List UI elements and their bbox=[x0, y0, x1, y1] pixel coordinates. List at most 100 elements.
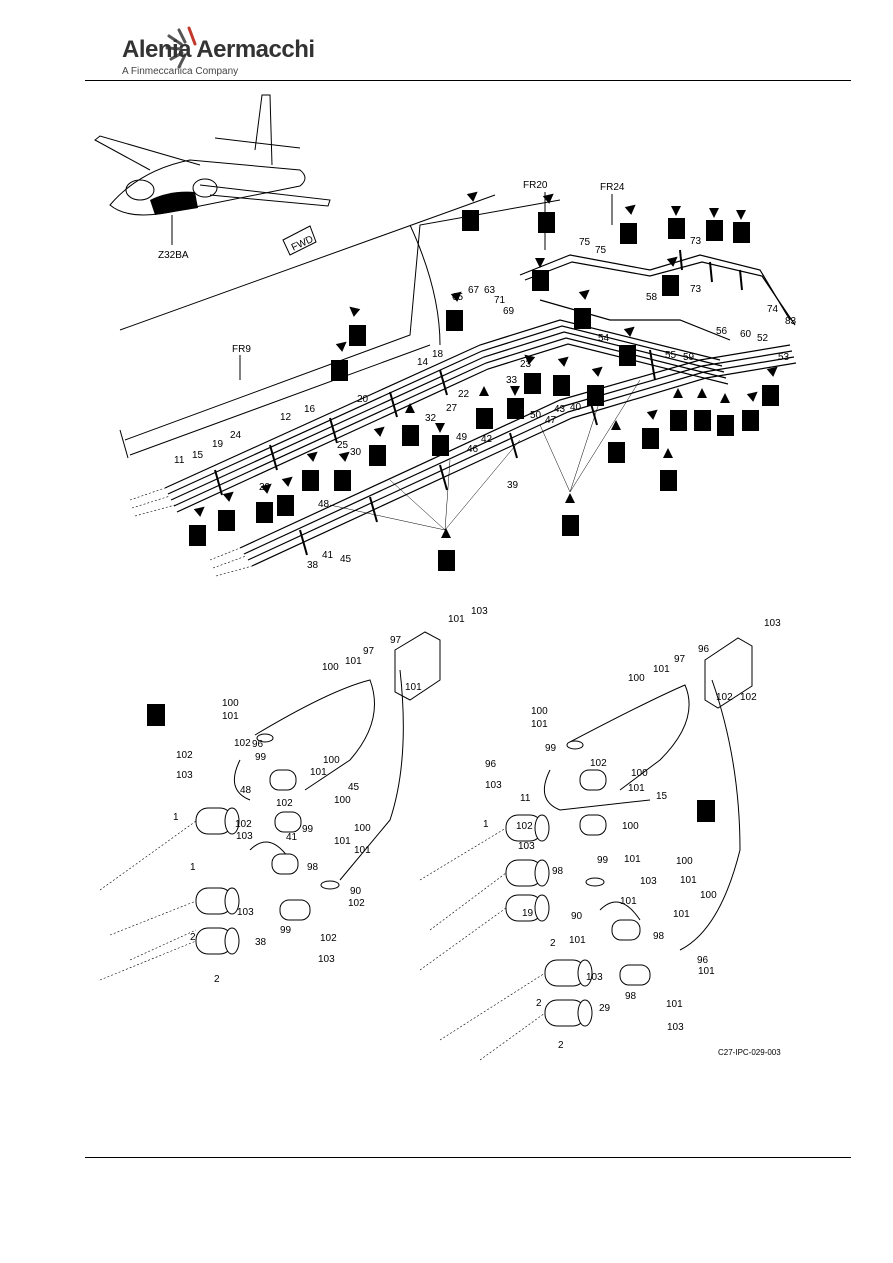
svg-text:W: W bbox=[745, 418, 755, 429]
item-number: 63 bbox=[484, 285, 496, 296]
arrow-icon bbox=[466, 191, 478, 202]
detail-b-item: 100 bbox=[676, 856, 693, 867]
detail-a-item: 102 bbox=[320, 933, 337, 944]
detail-b-item: 100 bbox=[531, 706, 548, 717]
arrow-icon bbox=[673, 388, 683, 398]
detail-a-item: 1 bbox=[173, 812, 179, 823]
svg-text:T: T bbox=[280, 503, 286, 514]
arrow-icon bbox=[557, 356, 569, 367]
arrow-icon bbox=[646, 409, 658, 420]
detail-a-item: 103 bbox=[176, 770, 193, 781]
view-callout-t: T bbox=[476, 386, 493, 429]
view-callout-y: Y bbox=[553, 356, 570, 396]
fwd-arrow-icon: FWD bbox=[282, 225, 317, 256]
view-callout-n: N bbox=[574, 289, 591, 329]
svg-text:C: C bbox=[305, 478, 312, 489]
detail-b-item: 96 bbox=[485, 759, 497, 770]
detail-a-item: 45 bbox=[348, 782, 360, 793]
item-number: 48 bbox=[318, 499, 330, 510]
detail-b-item: 103 bbox=[518, 841, 535, 852]
item-number: 71 bbox=[494, 295, 506, 306]
item-number: 32 bbox=[425, 413, 437, 424]
brand-subtitle: A Finmeccanica Company bbox=[122, 66, 239, 77]
detail-b-item: 101 bbox=[628, 783, 645, 794]
view-callout-x: X bbox=[524, 354, 541, 394]
svg-text:Z: Z bbox=[736, 230, 742, 241]
svg-text:Z: Z bbox=[709, 228, 715, 239]
item-number: 69 bbox=[503, 306, 515, 317]
view-callout-q: Q bbox=[762, 366, 779, 406]
company-logo bbox=[165, 26, 197, 69]
detail-a-item: 90 bbox=[350, 886, 362, 897]
arrow-icon bbox=[306, 451, 318, 462]
item-number: 50 bbox=[530, 410, 542, 421]
view-callout-g: G bbox=[532, 258, 549, 291]
arrow-icon bbox=[222, 491, 234, 502]
svg-text:X: X bbox=[663, 478, 670, 489]
arrow-icon bbox=[260, 483, 272, 494]
detail-b-item: 98 bbox=[653, 931, 665, 942]
svg-text:T: T bbox=[372, 453, 378, 464]
detail-b: B bbox=[419, 637, 753, 1061]
detail-a-callouts: 1001019797101103101100101102969910210348… bbox=[173, 606, 488, 985]
view-callout-p: P bbox=[620, 204, 637, 244]
view-callout-s: S bbox=[218, 491, 235, 531]
arrow-icon bbox=[441, 528, 451, 538]
svg-text:G: G bbox=[535, 278, 543, 289]
svg-text:E: E bbox=[405, 433, 412, 444]
detail-a-item: 100 bbox=[334, 795, 351, 806]
aircraft-silhouette bbox=[94, 94, 331, 216]
detail-b-item: 29 bbox=[599, 1003, 611, 1014]
item-number: 53 bbox=[778, 352, 790, 363]
detail-b-item: 2 bbox=[558, 1040, 564, 1051]
detail-b-item: 103 bbox=[485, 780, 502, 791]
detail-b-item: 97 bbox=[674, 654, 686, 665]
detail-a-item: 101 bbox=[334, 836, 351, 847]
detail-a-item: 103 bbox=[236, 831, 253, 842]
detail-b-item: 101 bbox=[620, 896, 637, 907]
detail-b-item: 103 bbox=[640, 876, 657, 887]
arrow-icon bbox=[281, 476, 293, 487]
detail-b-item: 96 bbox=[697, 955, 709, 966]
view-callout-f: F bbox=[446, 291, 463, 331]
arrow-icon bbox=[591, 366, 603, 377]
svg-text:V: V bbox=[673, 418, 680, 429]
view-callout-d: D bbox=[331, 341, 348, 381]
item-number: 23 bbox=[520, 359, 532, 370]
detail-b-item: 101 bbox=[698, 966, 715, 977]
detail-b-item: 102 bbox=[716, 692, 733, 703]
view-callout-h: H bbox=[619, 326, 636, 366]
footer-divider bbox=[85, 1157, 851, 1158]
detail-b-label: B bbox=[700, 804, 711, 821]
detail-a-item: 100 bbox=[323, 755, 340, 766]
view-callout-a: A bbox=[256, 483, 273, 523]
detail-b-item: 96 bbox=[698, 644, 710, 655]
tube-clamps bbox=[214, 249, 743, 556]
view-callout-l: L bbox=[608, 420, 625, 463]
svg-text:U: U bbox=[465, 218, 472, 229]
view-callout-r: R bbox=[642, 409, 659, 449]
svg-text:N: N bbox=[577, 316, 584, 327]
item-number: 55 bbox=[665, 350, 677, 361]
svg-text:Y: Y bbox=[556, 383, 563, 394]
arrow-icon bbox=[578, 289, 590, 300]
item-number: 74 bbox=[767, 304, 779, 315]
arrow-icon bbox=[663, 448, 673, 458]
detail-a-item: 48 bbox=[240, 785, 252, 796]
svg-text:H: H bbox=[622, 353, 629, 364]
svg-text:I: I bbox=[697, 418, 700, 429]
arrow-icon bbox=[338, 451, 350, 462]
detail-b-item: 101 bbox=[666, 999, 683, 1010]
arrow-icon bbox=[565, 493, 575, 503]
arrow-icon bbox=[666, 256, 678, 267]
arrow-icon bbox=[623, 326, 635, 337]
item-number: 56 bbox=[716, 326, 728, 337]
zone-marker bbox=[150, 191, 198, 215]
detail-b-item: 2 bbox=[536, 998, 542, 1009]
view-callout-w: W bbox=[742, 391, 759, 431]
detail-a-item: 99 bbox=[255, 752, 267, 763]
frame-fr24: FR24 bbox=[600, 182, 625, 193]
